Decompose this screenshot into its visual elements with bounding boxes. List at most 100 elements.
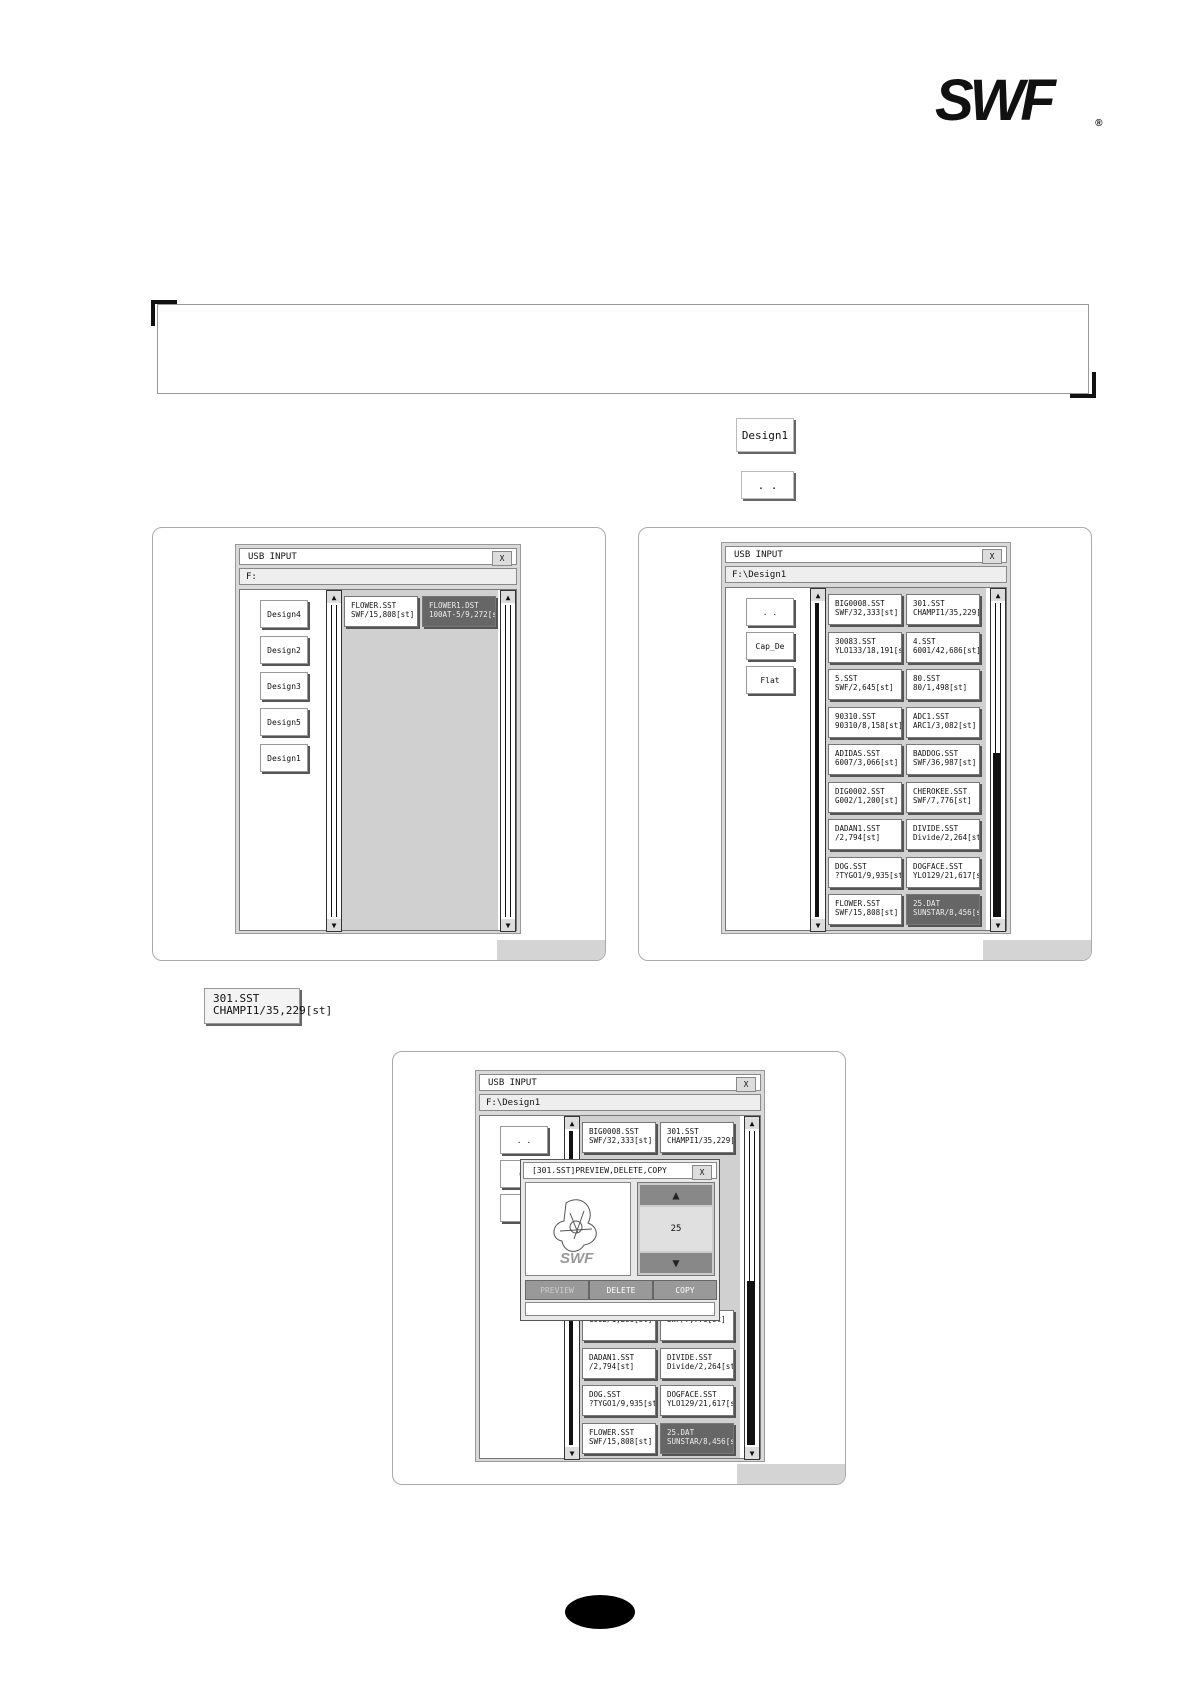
file-button[interactable]: DADAN1.SST /2,794[st] <box>582 1347 656 1379</box>
file-scrollbar[interactable]: ▲ ▼ <box>990 588 1006 932</box>
usb-input-window: USB INPUT X F:\Design1 . . Cap_De Flat ▲… <box>721 542 1011 934</box>
file-button[interactable]: DIVIDE.SST Divide/2,264[st] <box>660 1347 734 1379</box>
file-info: ?TYGO1/9,935[st] <box>589 1399 656 1408</box>
scroll-up-icon[interactable]: ▲ <box>745 1117 759 1129</box>
scroll-track <box>815 603 819 917</box>
file-button[interactable]: BIG0008.SST SWF/32,333[st] <box>582 1122 656 1153</box>
scroll-up-icon[interactable]: ▲ <box>327 591 341 603</box>
file-name: 5.SST <box>835 674 858 683</box>
close-button[interactable]: X <box>492 551 512 566</box>
file-info: SWF/7,776[st] <box>913 795 972 805</box>
folder-button[interactable]: Cap_De <box>746 632 794 660</box>
file-name: FLOWER.SST <box>835 899 881 908</box>
example-design1-button[interactable]: Design1 <box>736 418 794 452</box>
file-button[interactable]: DOGFACE.SST YLO129/21,617[st] <box>906 856 980 888</box>
scroll-down-icon[interactable]: ▼ <box>565 1447 579 1459</box>
file-button[interactable]: 4.SST 6001/42,686[st] <box>906 631 980 663</box>
folder-button[interactable]: Design5 <box>260 708 308 736</box>
file-button[interactable]: ADIDAS.SST 6007/3,066[st] <box>828 744 902 775</box>
file-info: SWF/32,333[st] <box>835 608 899 617</box>
file-button[interactable]: 5.SST SWF/2,645[st] <box>828 669 902 700</box>
window-titlebar: USB INPUT X <box>239 548 517 566</box>
file-scrollbar[interactable]: ▲ ▼ <box>500 590 516 932</box>
example-file-info: CHAMPI1/35,229[st] <box>213 1004 333 1017</box>
scroll-down-icon[interactable]: ▼ <box>501 919 515 931</box>
folder-button-up[interactable]: . . <box>746 598 794 626</box>
file-info: G002/1,200[st] <box>835 795 899 805</box>
file-name: 90310.SST <box>835 711 876 721</box>
folder-button[interactable]: Flat <box>746 666 794 694</box>
file-button[interactable]: DOG.SST ?TYGO1/9,935[st] <box>582 1385 656 1416</box>
file-info: YLO129/21,617[st] <box>667 1399 733 1408</box>
file-name: 301.SST <box>667 1127 699 1136</box>
scroll-thumb[interactable] <box>993 753 1001 917</box>
file-info: 6007/3,066[st] <box>835 758 899 767</box>
file-button-selected[interactable]: FLOWER1.DST 100AT-5/9,272[st] <box>422 596 496 627</box>
scroll-down-icon[interactable]: ▼ <box>991 919 1005 931</box>
file-button[interactable]: 30083.SST YLO133/18,191[st] <box>828 631 902 663</box>
example-updir-button[interactable]: . . <box>741 471 794 499</box>
folder-button-up[interactable]: . . <box>500 1126 548 1154</box>
folder-button[interactable]: Design3 <box>260 672 308 700</box>
file-name: DADAN1.SST <box>589 1352 635 1362</box>
close-button[interactable]: X <box>982 549 1002 564</box>
scroll-thumb[interactable] <box>747 1281 755 1445</box>
file-info: CHAMPI1/35,229[st] <box>913 608 980 617</box>
file-button[interactable]: DOGFACE.SST YLO129/21,617[st] <box>660 1385 734 1416</box>
folder-scrollbar[interactable]: ▲ ▼ <box>810 588 826 932</box>
file-button[interactable]: FLOWER.SST SWF/15,808[st] <box>344 596 418 627</box>
file-button[interactable]: 301.SST CHAMPI1/35,229[st] <box>906 594 980 625</box>
preview-button[interactable]: PREVIEW <box>525 1280 589 1300</box>
spin-down-icon[interactable]: ▼ <box>640 1253 712 1273</box>
scroll-up-icon[interactable]: ▲ <box>811 589 825 601</box>
folder-button[interactable]: Design4 <box>260 600 308 628</box>
file-button[interactable]: BADDOG.SST SWF/36,987[st] <box>906 744 980 775</box>
scroll-up-icon[interactable]: ▲ <box>501 591 515 603</box>
file-info: SWF/36,987[st] <box>913 758 977 767</box>
file-name: DIG0002.SST <box>835 786 885 796</box>
file-button[interactable]: ADC1.SST ARC1/3,082[st] <box>906 706 980 738</box>
file-button[interactable]: FLOWER.SST SWF/15,808[st] <box>828 894 902 925</box>
scroll-track <box>995 603 1001 753</box>
folder-scrollbar[interactable]: ▲ ▼ <box>326 590 342 932</box>
scroll-down-icon[interactable]: ▼ <box>327 919 341 931</box>
folder-button[interactable]: Design1 <box>260 744 308 772</box>
progress-bar <box>525 1302 715 1316</box>
file-button[interactable]: 80.SST 80/1,498[st] <box>906 669 980 700</box>
delete-button[interactable]: DELETE <box>589 1280 653 1300</box>
file-name: DIVIDE.SST <box>667 1352 713 1362</box>
scroll-up-icon[interactable]: ▲ <box>991 589 1005 601</box>
file-button[interactable]: FLOWER.SST SWF/15,808[st] <box>582 1422 656 1454</box>
folder-button[interactable]: Design2 <box>260 636 308 664</box>
page-number-oval <box>565 1595 635 1629</box>
file-name: DADAN1.SST <box>835 824 881 833</box>
preview-logo-text: SWF <box>560 1250 594 1267</box>
file-button[interactable]: DOG.SST ?TYGO1/9,935[st] <box>828 856 902 888</box>
scroll-down-icon[interactable]: ▼ <box>811 919 825 931</box>
file-button-selected[interactable]: 25.DAT SUNSTAR/8,456[st] <box>660 1422 734 1454</box>
spin-up-icon[interactable]: ▲ <box>640 1185 712 1205</box>
file-name: 80.SST <box>913 674 941 683</box>
copy-button[interactable]: COPY <box>653 1280 717 1300</box>
file-scrollbar[interactable]: ▲ ▼ <box>744 1116 760 1460</box>
file-button[interactable]: DIG0002.SST G002/1,200[st] <box>828 781 902 813</box>
example-file-button[interactable]: 301.SST CHAMPI1/35,229[st] <box>204 988 333 1024</box>
file-name: DOGFACE.SST <box>667 1390 717 1399</box>
file-button-selected[interactable]: 25.DAT SUNSTAR/8,456[st] <box>906 894 980 925</box>
scroll-up-icon[interactable]: ▲ <box>565 1117 579 1129</box>
scroll-down-icon[interactable]: ▼ <box>745 1447 759 1459</box>
file-button[interactable]: DADAN1.SST /2,794[st] <box>828 819 902 850</box>
figure-2-tab <box>983 940 1091 960</box>
file-name: 301.SST <box>913 599 945 608</box>
file-button[interactable]: CHEROKEE.SST SWF/7,776[st] <box>906 781 980 813</box>
file-button[interactable]: BIG0008.SST SWF/32,333[st] <box>828 594 902 625</box>
file-button[interactable]: DIVIDE.SST Divide/2,264[st] <box>906 819 980 850</box>
file-name: ADIDAS.SST <box>835 749 881 758</box>
file-info: SUNSTAR/8,456[st] <box>913 908 979 917</box>
close-button[interactable]: X <box>736 1077 756 1092</box>
spin-value: 25 <box>640 1207 712 1251</box>
file-button[interactable]: 90310.SST 90310/8,158[st] <box>828 706 902 738</box>
file-button[interactable]: 301.SST CHAMPI1/35,229[st] <box>660 1122 734 1153</box>
file-name: DOG.SST <box>835 861 867 871</box>
dialog-close-button[interactable]: X <box>692 1165 712 1180</box>
